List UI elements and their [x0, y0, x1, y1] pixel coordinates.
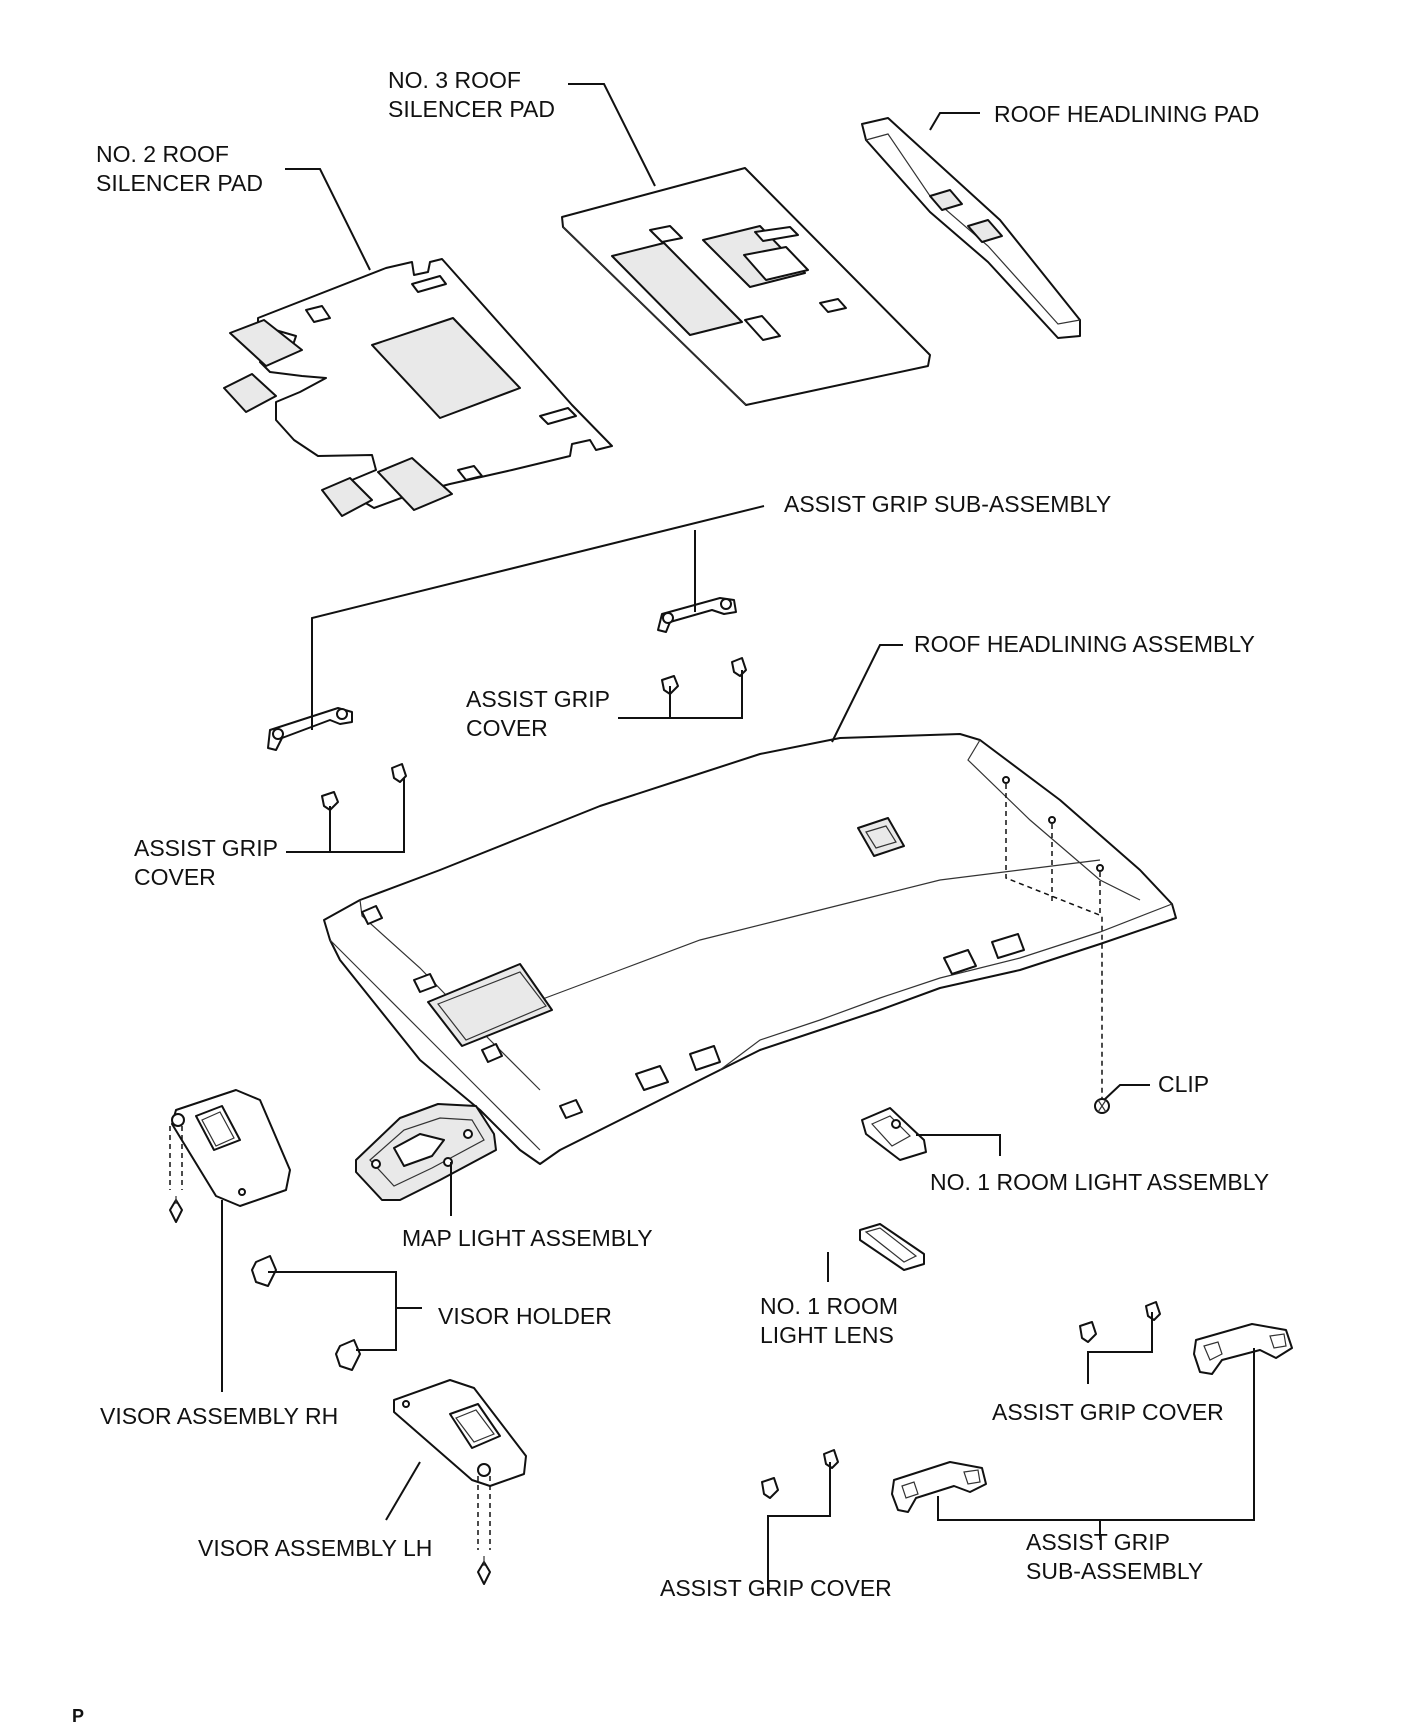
- label-no2-roof-silencer-pad-line1: NO. 2 ROOF: [96, 141, 229, 167]
- label-assist-grip-cover-upper-line1: ASSIST GRIP: [466, 686, 610, 712]
- visor-assembly-rh: [169, 1089, 291, 1223]
- assist-grip-sub-assembly-left: [267, 707, 353, 751]
- label-assist-grip-sub-assembly-bottom-line1: ASSIST GRIP: [1026, 1529, 1170, 1555]
- label-assist-grip-cover-left-line1: ASSIST GRIP: [134, 835, 278, 861]
- label-assist-grip-cover-right: ASSIST GRIP COVER: [992, 1399, 1224, 1425]
- label-no3-roof-silencer-pad-line2: SILENCER PAD: [388, 96, 555, 122]
- label-no1-room-light-lens-line1: NO. 1 ROOM: [760, 1293, 898, 1319]
- label-visor-assembly-rh: VISOR ASSEMBLY RH: [100, 1403, 338, 1429]
- assist-grip-cover-clips-left: [321, 763, 407, 811]
- assist-grip-cover-clips-upper: [661, 657, 747, 695]
- clip: [1094, 1098, 1110, 1114]
- leader-lines: [221, 83, 1255, 1594]
- no2-roof-silencer-pad: [223, 258, 613, 517]
- assist-grip-sub-assembly-right: [1193, 1323, 1293, 1375]
- assist-grip-sub-assembly-bottom: [891, 1461, 987, 1513]
- no1-room-light-lens: [859, 1223, 925, 1271]
- label-no1-room-light-lens-line2: LIGHT LENS: [760, 1322, 894, 1348]
- visor-holder-lower: [335, 1339, 361, 1371]
- label-map-light-assembly: MAP LIGHT ASSEMBLY: [402, 1225, 653, 1251]
- label-assist-grip-sub-assembly-top: ASSIST GRIP SUB-ASSEMBLY: [784, 491, 1111, 517]
- label-clip: CLIP: [1158, 1071, 1209, 1097]
- visor-holder-upper: [251, 1255, 277, 1287]
- label-no1-room-light-assembly: NO. 1 ROOM LIGHT ASSEMBLY: [930, 1169, 1269, 1195]
- label-assist-grip-cover-upper-line2: COVER: [466, 715, 548, 741]
- roof-headlining-pad: [861, 117, 1081, 339]
- assist-grip-cover-clips-bottom: [761, 1449, 839, 1499]
- corner-mark: P: [72, 1706, 84, 1726]
- no1-room-light-assembly: [861, 1107, 927, 1161]
- map-light-assembly: [355, 1103, 497, 1201]
- label-no2-roof-silencer-pad-line2: SILENCER PAD: [96, 170, 263, 196]
- label-assist-grip-cover-bottom: ASSIST GRIP COVER: [660, 1575, 892, 1601]
- label-assist-grip-sub-assembly-bottom-line2: SUB-ASSEMBLY: [1026, 1558, 1203, 1584]
- assist-grip-sub-assembly-upper: [657, 597, 737, 633]
- assist-grip-cover-clips-right: [1079, 1301, 1161, 1343]
- label-roof-headlining-assembly: ROOF HEADLINING ASSEMBLY: [914, 631, 1255, 657]
- visor-assembly-lh: [393, 1379, 527, 1585]
- label-no3-roof-silencer-pad-line1: NO. 3 ROOF: [388, 67, 521, 93]
- label-assist-grip-cover-left-line2: COVER: [134, 864, 216, 890]
- label-roof-headlining-pad: ROOF HEADLINING PAD: [994, 101, 1259, 127]
- label-visor-assembly-lh: VISOR ASSEMBLY LH: [198, 1535, 432, 1561]
- roof-headlining-assembly: [323, 733, 1177, 1165]
- no3-roof-silencer-pad: [561, 167, 931, 406]
- label-visor-holder: VISOR HOLDER: [438, 1303, 612, 1329]
